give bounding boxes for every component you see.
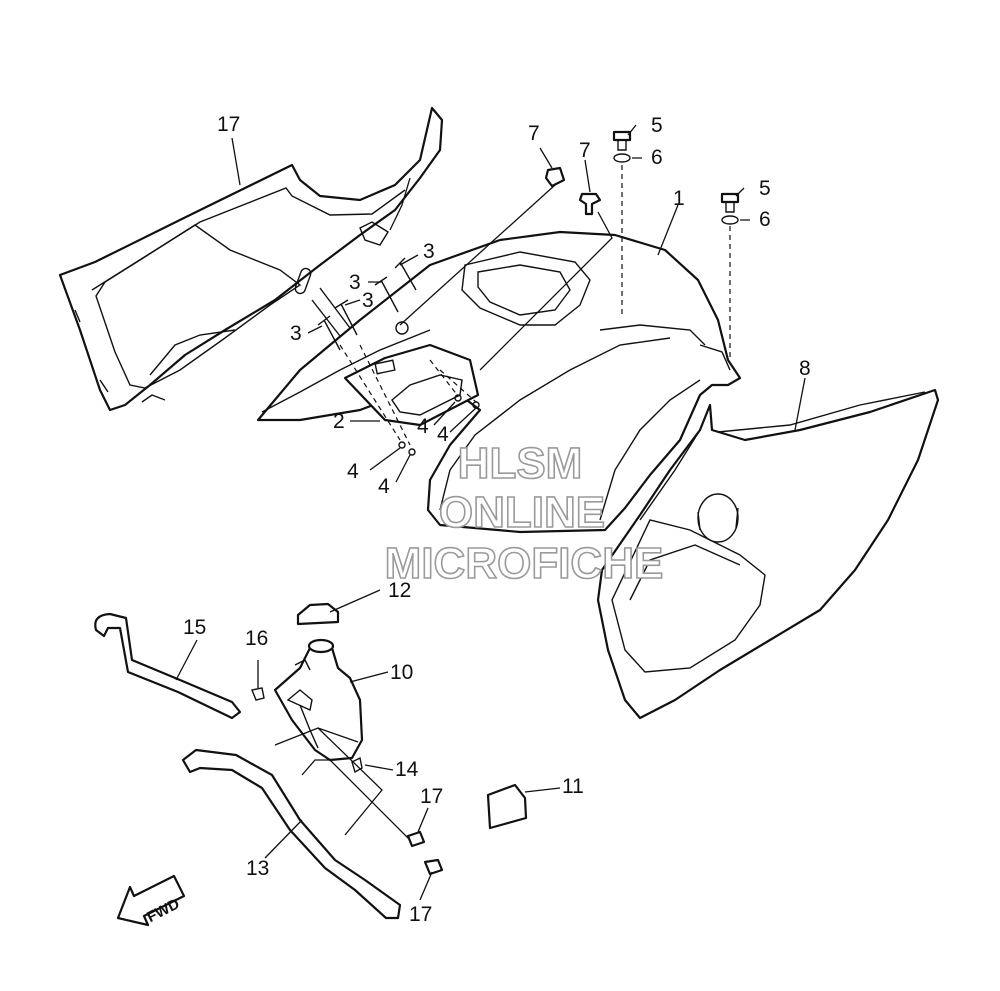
callout-3d: 3	[290, 322, 302, 345]
callout-5a: 5	[651, 114, 663, 137]
watermark-line-1: HLSM	[458, 439, 583, 488]
callout-4b: 4	[437, 423, 449, 446]
callout-10: 10	[390, 661, 413, 684]
callout-7a: 7	[528, 122, 540, 145]
part-14-clamp[interactable]	[351, 756, 363, 774]
watermark: HLSM ONLINE MICROFICHE	[384, 438, 664, 589]
callout-6b: 6	[759, 208, 771, 231]
callout-3c: 3	[362, 289, 374, 312]
callout-9: 17	[217, 113, 240, 136]
callout-6a: 6	[651, 146, 663, 169]
part-1-front-fender[interactable]	[256, 230, 742, 534]
washer-6-right[interactable]	[721, 215, 739, 225]
callout-4d: 4	[378, 475, 390, 498]
washer-6-upper[interactable]	[613, 153, 631, 163]
part-13-overflow-hose[interactable]	[181, 748, 402, 920]
part-8-right-side-cover[interactable]	[596, 388, 940, 720]
callout-3b: 3	[349, 271, 361, 294]
screws-3[interactable]	[311, 257, 417, 351]
callout-13: 13	[246, 857, 269, 880]
callout-15: 15	[183, 616, 206, 639]
part-12-cap[interactable]	[296, 602, 340, 626]
watermark-line-3: MICROFICHE	[385, 539, 664, 588]
callout-17b: 17	[409, 903, 432, 926]
clip-7-left[interactable]	[544, 166, 566, 188]
part-9-left-side-cover[interactable]	[58, 106, 444, 412]
callout-16: 16	[245, 627, 268, 650]
callout-1: 1	[673, 187, 685, 210]
callout-14: 14	[395, 758, 419, 781]
callout-7b: 7	[579, 139, 591, 162]
bolt-17-upper[interactable]	[406, 830, 426, 848]
callout-17a: 17	[420, 785, 443, 808]
part-10-reservoir-tank[interactable]	[273, 638, 364, 762]
callout-11: 11	[562, 775, 584, 798]
bolt-5-right[interactable]	[720, 192, 740, 213]
part-2-bracket[interactable]	[343, 343, 480, 427]
callout-2: 2	[333, 410, 345, 433]
watermark-line-2: ONLINE	[439, 488, 605, 537]
part-16-clip[interactable]	[251, 687, 265, 701]
callout-8: 8	[799, 357, 811, 380]
callout-12: 12	[388, 579, 411, 602]
clip-7-right[interactable]	[578, 192, 602, 216]
part-15-breather-hose[interactable]	[94, 612, 242, 720]
callout-4a: 4	[417, 415, 429, 438]
bolt-5-upper[interactable]	[612, 130, 632, 151]
fwd-arrow-icon: FWD	[116, 874, 186, 927]
callout-4c: 4	[347, 460, 359, 483]
callout-5b: 5	[759, 177, 771, 200]
part-11-label[interactable]	[486, 783, 528, 830]
callout-3a: 3	[423, 240, 435, 263]
bolt-17-lower[interactable]	[423, 858, 444, 876]
